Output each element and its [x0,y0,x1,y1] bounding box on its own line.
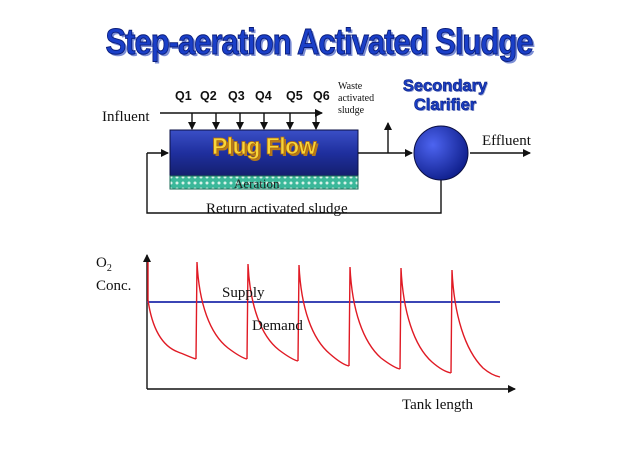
waste-sludge-line-1: Waste [338,81,363,92]
x-axis-label: Tank length [402,397,474,413]
y-axis-label-o: O [96,255,107,271]
effluent-label: Effluent [482,133,531,149]
q6-label: Q6 [313,89,330,103]
q2-label: Q2 [200,89,217,103]
aeration-label: Aeration [234,176,280,191]
y-axis-label-subscript: 2 [106,263,112,274]
effluent-pipe [358,122,531,157]
supply-label: Supply [222,285,265,301]
plug-flow-label: Plug Flow [211,133,317,160]
waste-sludge-line-3: sludge [338,105,365,116]
q4-label: Q4 [255,89,272,103]
y-axis-unit: Conc. [96,278,132,294]
waste-sludge-line-2: activated [338,93,375,104]
secondary-clarifier-label: Secondary Clarifier [385,77,505,115]
q3-label: Q3 [228,89,245,103]
demand-curve [147,261,501,378]
influent-pipe [160,109,323,130]
q5-label: Q5 [286,89,303,103]
clarifier-circle [413,125,469,181]
influent-label: Influent [102,109,150,125]
secondary-clarifier-line-1: Secondary [402,77,488,96]
demand-label: Demand [252,318,303,334]
secondary-clarifier-line-2: Clarifier [413,96,477,115]
return-sludge-label: Return activated sludge [206,201,348,217]
diagram-title: Step-aeration Activated Sludge [105,20,534,63]
aeration-zone [169,175,359,190]
plot-axes [143,254,516,393]
return-sludge-loop [146,149,442,214]
y-axis-label: O2 [96,255,112,274]
waste-sludge-label: Waste activated sludge [338,81,374,117]
q1-label: Q1 [175,89,192,103]
